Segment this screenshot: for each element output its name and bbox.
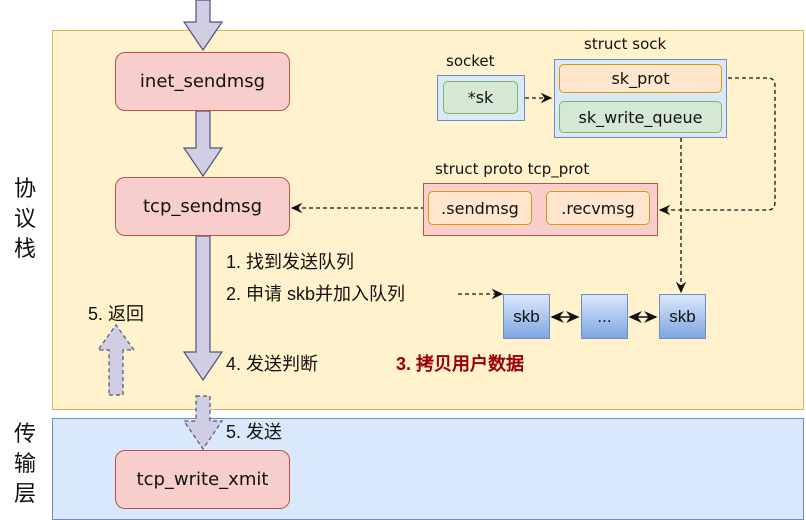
socket-sk-field: *sk: [443, 81, 518, 114]
step-5-send-label: 5. 发送: [226, 422, 283, 442]
sk-write-queue-label: sk_write_queue: [578, 107, 703, 127]
recvmsg-field: .recvmsg: [546, 191, 650, 225]
protocol-stack-label: 协议栈: [13, 177, 36, 262]
skb-node-ellipsis: ...: [581, 294, 628, 339]
struct-sock-title: struct sock: [584, 35, 667, 53]
transport-layer-label: 传输层: [13, 422, 36, 507]
sk-field-label: *sk: [467, 88, 494, 107]
step-5-return-label: 5. 返回: [88, 304, 145, 324]
step-2-label: 2. 申请 skb并加入队列: [226, 284, 406, 304]
sk-prot-field: sk_prot: [559, 64, 722, 93]
socket-title: socket: [446, 52, 495, 70]
step-1-label: 1. 找到发送队列: [226, 252, 355, 272]
sendmsg-field: .sendmsg: [428, 191, 532, 225]
sk-prot-label: sk_prot: [611, 69, 670, 88]
tcp-write-xmit-box: tcp_write_xmit: [115, 450, 290, 509]
recvmsg-label: .recvmsg: [561, 198, 635, 218]
skb-ellipsis-label: ...: [597, 306, 612, 326]
tcp-write-xmit-label: tcp_write_xmit: [136, 469, 269, 490]
tcp-sendmsg-label: tcp_sendmsg: [142, 196, 262, 217]
skb-label: skb: [669, 306, 696, 326]
inet-sendmsg-label: inet_sendmsg: [139, 71, 266, 92]
struct-proto-title: struct proto tcp_prot: [435, 160, 590, 178]
tcp-sendmsg-box: tcp_sendmsg: [115, 177, 290, 236]
sk-write-queue-field: sk_write_queue: [559, 101, 722, 133]
sendmsg-label: .sendmsg: [441, 198, 519, 218]
skb-node-last: skb: [659, 294, 706, 339]
step-3-label: 3. 拷贝用户数据: [396, 354, 525, 374]
skb-label: skb: [513, 306, 540, 326]
skb-node-first: skb: [503, 294, 550, 339]
inet-sendmsg-box: inet_sendmsg: [115, 52, 290, 111]
step-4-label: 4. 发送判断: [226, 354, 319, 374]
